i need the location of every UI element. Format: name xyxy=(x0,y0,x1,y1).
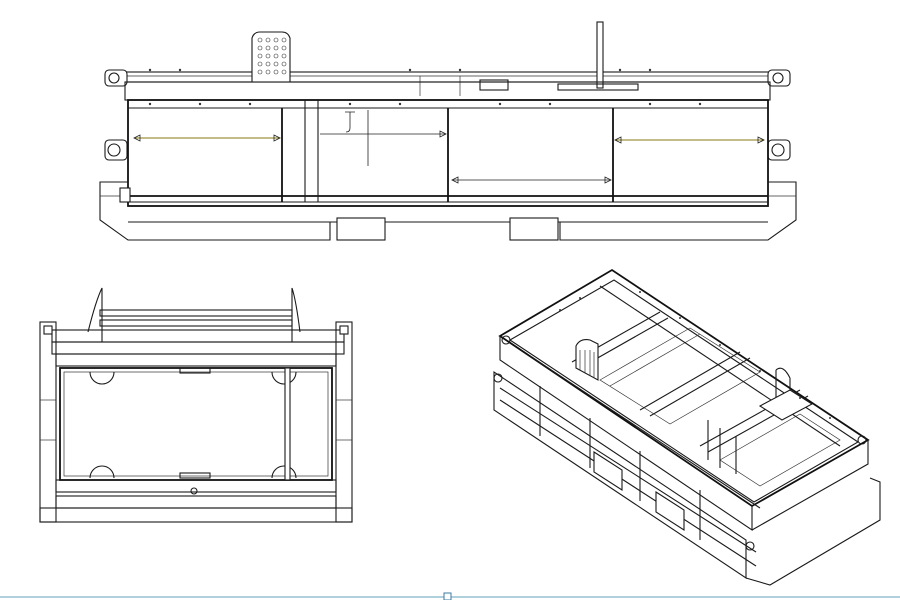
end-elevation-view xyxy=(39,287,353,523)
dimension-lines xyxy=(133,110,765,184)
front-elevation-view xyxy=(99,21,797,241)
perforated-step-plate xyxy=(251,31,291,83)
isometric-view xyxy=(493,268,881,586)
bottom-divider xyxy=(0,592,900,600)
isometric-step-plate xyxy=(575,339,599,381)
